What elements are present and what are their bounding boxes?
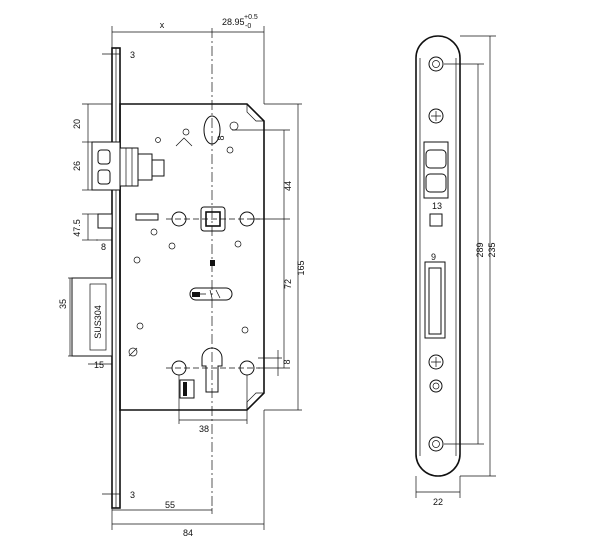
dim-3-bottom: 3: [130, 490, 135, 500]
dim-8-left: 8: [101, 242, 106, 252]
dim-8-top: 8: [216, 135, 226, 140]
faceplate-outline: [415, 35, 461, 477]
dim-28-95: 28.95: [222, 17, 245, 27]
lock-case-outline: [119, 103, 265, 411]
lock-body-view: SUS304: [58, 14, 306, 538]
faceplate-front-view: 13 9 289 235 22: [415, 35, 497, 507]
dim-26: 26: [72, 161, 82, 171]
deadbolt: [71, 277, 113, 357]
dim-55: 55: [165, 500, 175, 510]
dim-20: 20: [72, 119, 82, 129]
dim-13: 13: [432, 201, 442, 211]
dim-47-5: 47.5: [72, 219, 82, 237]
dim-tol-minus: -0: [245, 23, 251, 30]
latch-opening: [423, 141, 449, 199]
dim-9: 9: [431, 252, 436, 262]
screw-top: [428, 108, 444, 124]
dim-165: 165: [296, 260, 306, 275]
dim-15: 15: [94, 360, 104, 370]
dim-84: 84: [183, 528, 193, 538]
dim-8-right: 8: [282, 359, 292, 364]
latch-bolt: [91, 141, 165, 191]
deadbolt-window: [424, 261, 446, 339]
dim-3-top: 3: [130, 50, 135, 60]
dim-44: 44: [283, 181, 293, 191]
dim-35: 35: [58, 299, 68, 309]
dim-72: 72: [283, 279, 293, 289]
dim-235: 235: [487, 242, 497, 257]
auxiliary-latch: [97, 213, 113, 229]
dim-38: 38: [199, 424, 209, 434]
aux-window: [429, 213, 443, 227]
slide-slot: [189, 287, 233, 301]
spindle-row: [135, 206, 255, 250]
dim-22: 22: [433, 497, 443, 507]
dim-x: x: [160, 20, 165, 30]
dim-289: 289: [475, 242, 485, 257]
cylinder-cutout: [128, 347, 255, 399]
material-label: SUS304: [93, 305, 103, 339]
screw-bottom: [428, 354, 444, 370]
dim-tol-plus: +0.5: [244, 14, 258, 21]
